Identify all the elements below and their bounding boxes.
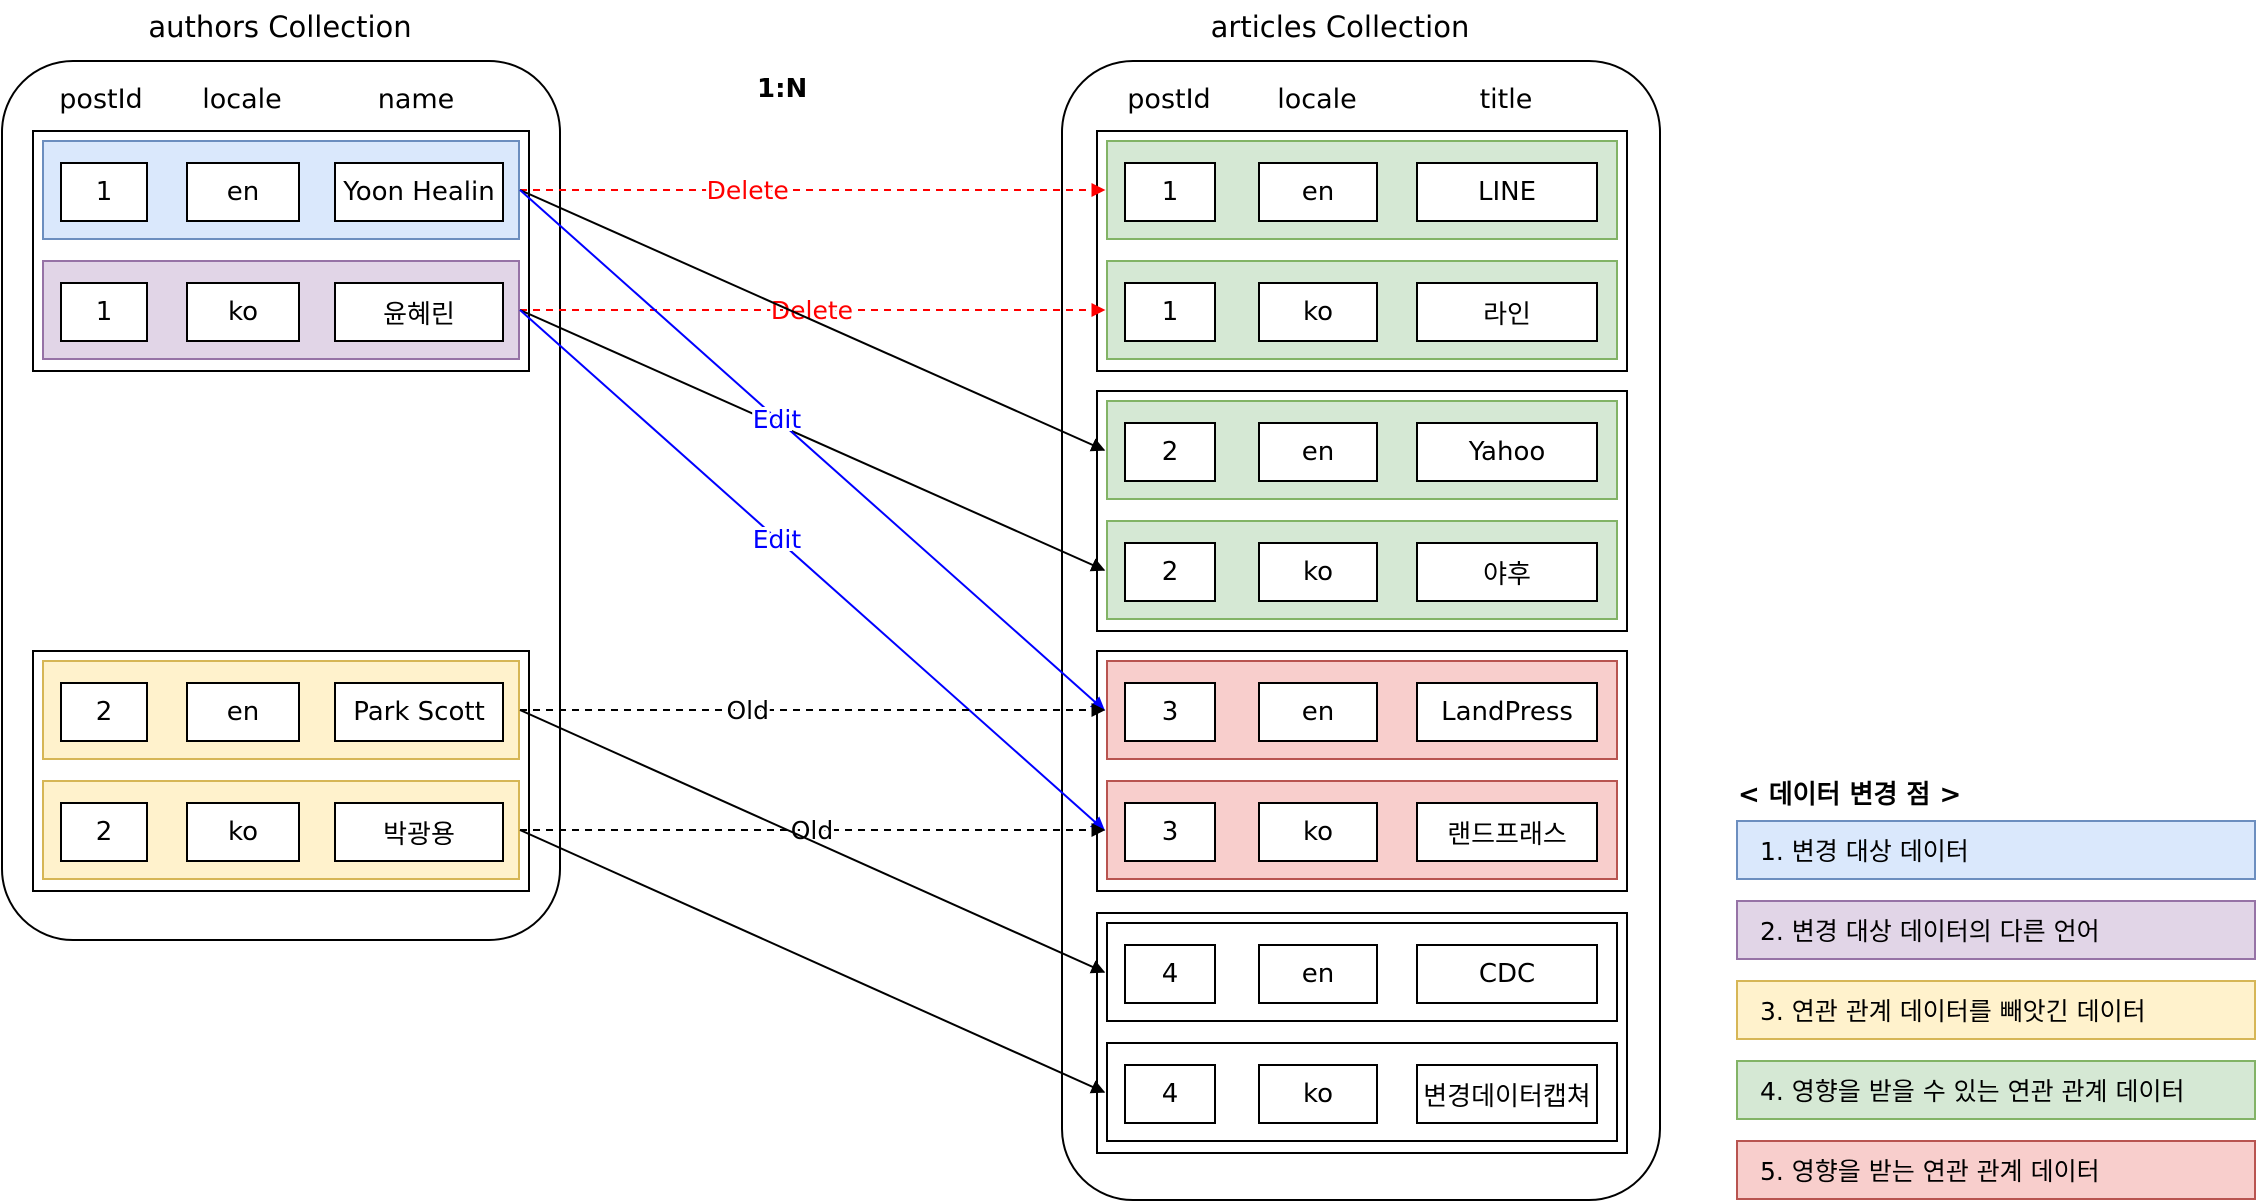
article-locale-cell: en <box>1258 162 1378 222</box>
article-row: 1 en LINE <box>1106 140 1618 240</box>
legend-item-stripped: 3. 연관 관계 데이터를 빼앗긴 데이터 <box>1736 980 2256 1040</box>
article-row: 2 ko 야후 <box>1106 520 1618 620</box>
article-row: 2 en Yahoo <box>1106 400 1618 500</box>
articles-group: 4 en CDC 4 ko 변경데이터캡쳐 <box>1096 912 1628 1154</box>
article-locale-cell: ko <box>1258 1064 1378 1124</box>
article-postid-cell: 2 <box>1124 422 1216 482</box>
article-row: 4 ko 변경데이터캡쳐 <box>1106 1042 1618 1142</box>
article-postid-cell: 3 <box>1124 682 1216 742</box>
article-postid-cell: 4 <box>1124 1064 1216 1124</box>
article-title-cell: 랜드프래스 <box>1416 802 1598 862</box>
author-locale-cell: ko <box>186 802 300 862</box>
legend-item-other-language: 2. 변경 대상 데이터의 다른 언어 <box>1736 900 2256 960</box>
authors-group: 1 en Yoon Healin 1 ko 윤혜린 <box>32 130 530 372</box>
articles-collection <box>1061 60 1661 1201</box>
article-postid-cell: 1 <box>1124 282 1216 342</box>
connector-label: Edit <box>753 525 802 554</box>
authors-collection <box>1 60 561 941</box>
author-name-cell: Yoon Healin <box>334 162 504 222</box>
article-locale-cell: en <box>1258 682 1378 742</box>
author-row: 2 en Park Scott <box>42 660 520 760</box>
articles-header-locale: locale <box>1277 84 1357 115</box>
articles-header-postid: postId <box>1127 84 1211 115</box>
articles-collection-title: articles Collection <box>1210 10 1470 44</box>
article-postid-cell: 4 <box>1124 944 1216 1004</box>
article-row: 3 en LandPress <box>1106 660 1618 760</box>
author-row: 1 en Yoon Healin <box>42 140 520 240</box>
connector-blue <box>519 189 1106 711</box>
connector-label: Old <box>791 816 834 845</box>
article-locale-cell: en <box>1258 422 1378 482</box>
author-name-cell: 윤혜린 <box>334 282 504 342</box>
author-locale-cell: ko <box>186 282 300 342</box>
articles-group: 2 en Yahoo 2 ko 야후 <box>1096 390 1628 632</box>
connector-label: Old <box>727 696 770 725</box>
relation-label: 1:N <box>757 74 808 104</box>
connector-blue <box>519 309 1106 831</box>
article-title-cell: 변경데이터캡쳐 <box>1416 1064 1598 1124</box>
article-locale-cell: ko <box>1258 282 1378 342</box>
connector-label: Delete <box>707 176 789 205</box>
connector-black <box>519 709 1106 974</box>
authors-header-name: name <box>377 84 455 115</box>
article-postid-cell: 3 <box>1124 802 1216 862</box>
author-postid-cell: 2 <box>60 682 148 742</box>
article-locale-cell: ko <box>1258 542 1378 602</box>
article-title-cell: LandPress <box>1416 682 1598 742</box>
article-row: 4 en CDC <box>1106 922 1618 1022</box>
article-title-cell: 라인 <box>1416 282 1598 342</box>
article-title-cell: LINE <box>1416 162 1598 222</box>
authors-collection-title: authors Collection <box>148 10 412 44</box>
connector-label: Edit <box>753 405 802 434</box>
connector-black <box>519 829 1106 1094</box>
article-postid-cell: 1 <box>1124 162 1216 222</box>
article-row: 3 ko 랜드프래스 <box>1106 780 1618 880</box>
article-row: 1 ko 라인 <box>1106 260 1618 360</box>
articles-header-title: title <box>1479 84 1533 115</box>
author-row: 2 ko 박광용 <box>42 780 520 880</box>
author-postid-cell: 1 <box>60 282 148 342</box>
article-locale-cell: en <box>1258 944 1378 1004</box>
article-locale-cell: ko <box>1258 802 1378 862</box>
authors-header-postid: postId <box>59 84 143 115</box>
author-locale-cell: en <box>186 162 300 222</box>
legend-item-affected: 5. 영향을 받는 연관 관계 데이터 <box>1736 1140 2256 1200</box>
articles-group: 1 en LINE 1 ko 라인 <box>1096 130 1628 372</box>
article-postid-cell: 2 <box>1124 542 1216 602</box>
connector-black <box>519 309 1106 572</box>
connector-black <box>519 189 1106 452</box>
legend-item-affectable: 4. 영향을 받을 수 있는 연관 관계 데이터 <box>1736 1060 2256 1120</box>
author-locale-cell: en <box>186 682 300 742</box>
articles-group: 3 en LandPress 3 ko 랜드프래스 <box>1096 650 1628 892</box>
author-name-cell: Park Scott <box>334 682 504 742</box>
author-row: 1 ko 윤혜린 <box>42 260 520 360</box>
article-title-cell: CDC <box>1416 944 1598 1004</box>
authors-header-locale: locale <box>202 84 282 115</box>
article-title-cell: 야후 <box>1416 542 1598 602</box>
authors-group: 2 en Park Scott 2 ko 박광용 <box>32 650 530 892</box>
author-postid-cell: 1 <box>60 162 148 222</box>
author-postid-cell: 2 <box>60 802 148 862</box>
article-title-cell: Yahoo <box>1416 422 1598 482</box>
author-name-cell: 박광용 <box>334 802 504 862</box>
legend-title: < 데이터 변경 점 > <box>1738 780 1962 810</box>
legend-item-target: 1. 변경 대상 데이터 <box>1736 820 2256 880</box>
